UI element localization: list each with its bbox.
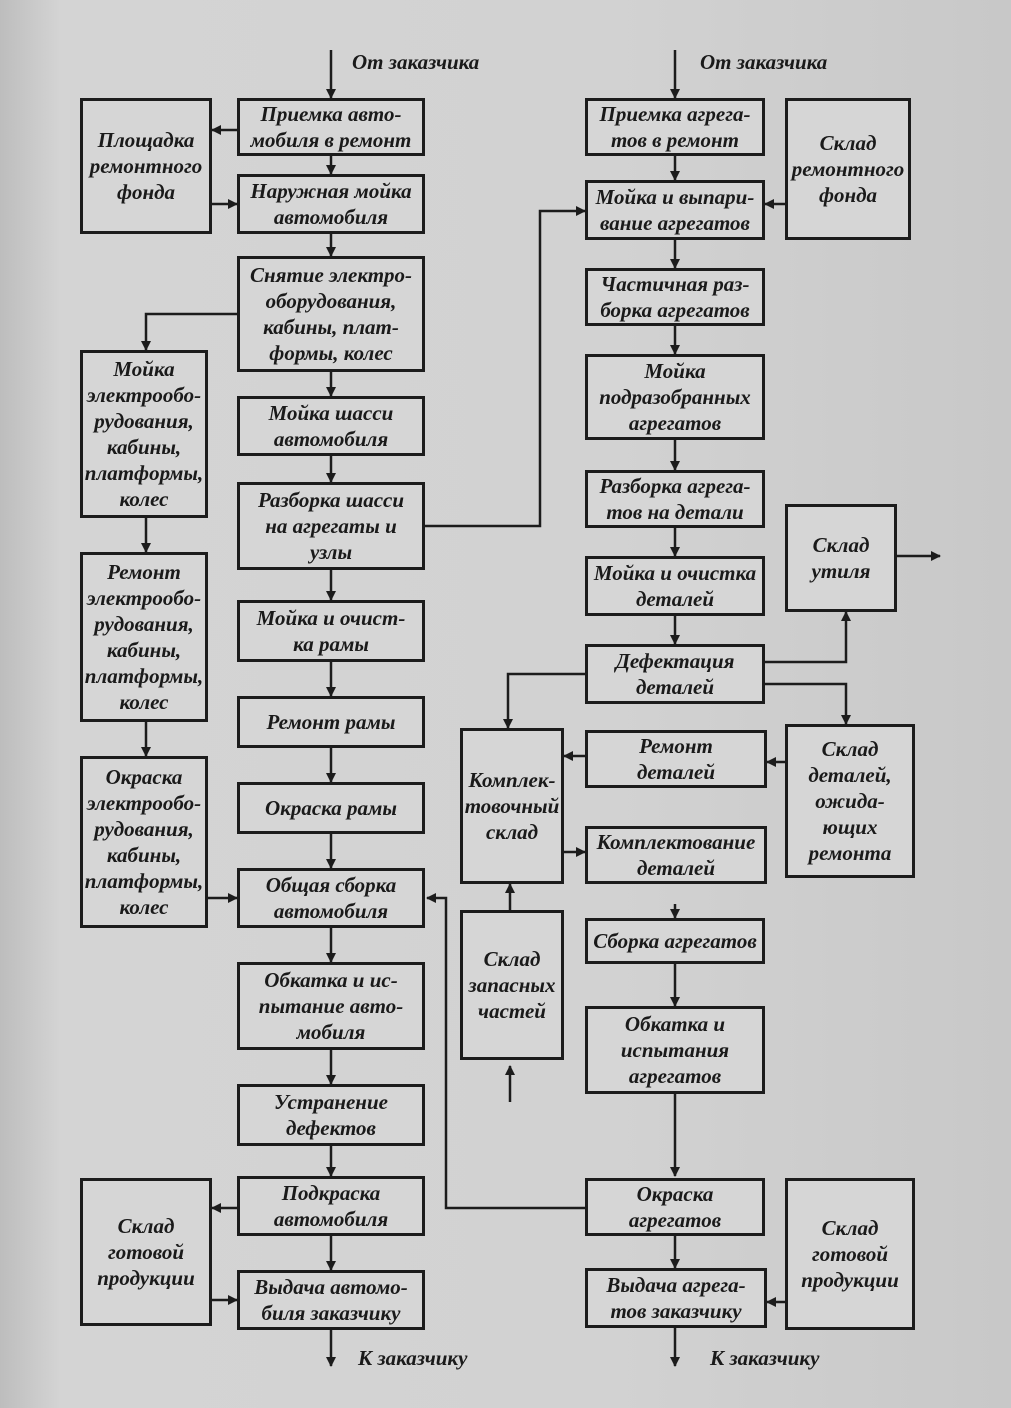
scrap-store: Склад утиля bbox=[785, 504, 897, 612]
step-parts-repair: Ремонт деталей bbox=[585, 730, 767, 788]
step-defects-fix: Устранение дефектов bbox=[237, 1084, 425, 1146]
step-touch-up: Подкраска автомобиля bbox=[237, 1176, 425, 1236]
step-units-wash-steam: Мойка и выпари- вание агрегатов bbox=[585, 180, 765, 240]
step-unit-paint: Окраска агрегатов bbox=[585, 1178, 765, 1236]
step-chassis-wash: Мойка шасси автомобиля bbox=[237, 396, 425, 456]
step-unit-run-in: Обкатка и испытания агрегатов bbox=[585, 1006, 765, 1094]
equipment-paint: Окраска электрообо- рудования, кабины, п… bbox=[80, 756, 208, 928]
step-remove-equipment: Снятие электро- оборудования, кабины, пл… bbox=[237, 256, 425, 372]
finished-goods-store-vehicle: Склад готовой продукции bbox=[80, 1178, 212, 1326]
to-customer-label-units: К заказчику bbox=[710, 1346, 820, 1370]
equipment-wash: Мойка электрообо- рудования, кабины, пла… bbox=[80, 350, 208, 518]
step-partial-wash: Мойка подразобранных агрегатов bbox=[585, 354, 765, 440]
repair-fund-store: Склад ремонтного фонда bbox=[785, 98, 911, 240]
step-vehicle-delivery: Выдача автомо- биля заказчику bbox=[237, 1270, 425, 1330]
step-partial-disassembly: Частичная раз- борка агрегатов bbox=[585, 268, 765, 326]
step-frame-paint: Окраска рамы bbox=[237, 782, 425, 834]
step-unit-assembly: Сборка агрегатов bbox=[585, 918, 765, 964]
step-chassis-disassembly: Разборка шасси на агрегаты и узлы bbox=[237, 482, 425, 570]
from-customer-label-units: От заказчика bbox=[700, 50, 828, 74]
step-frame-repair: Ремонт рамы bbox=[237, 696, 425, 748]
to-customer-label-vehicle: К заказчику bbox=[358, 1346, 468, 1370]
step-vehicle-accept: Приемка авто- мобиля в ремонт bbox=[237, 98, 425, 156]
step-outer-wash: Наружная мойка автомобиля bbox=[237, 174, 425, 234]
step-parts-disassembly: Разборка агрега- тов на детали bbox=[585, 470, 765, 528]
step-parts-kitting: Комплектование деталей bbox=[585, 826, 767, 884]
finished-goods-store-units: Склад готовой продукции bbox=[785, 1178, 915, 1330]
step-frame-wash: Мойка и очист- ка рамы bbox=[237, 600, 425, 662]
step-vehicle-run-in: Обкатка и ис- пытание авто- мобиля bbox=[237, 962, 425, 1050]
step-unit-delivery: Выдача агрега- тов заказчику bbox=[585, 1268, 767, 1328]
from-customer-label-vehicle: От заказчика bbox=[352, 50, 480, 74]
step-general-assembly: Общая сборка автомобиля bbox=[237, 868, 425, 928]
step-units-accept: Приемка агрега- тов в ремонт bbox=[585, 98, 765, 156]
awaiting-repair-store: Склад деталей, ожида- ющих ремонта bbox=[785, 724, 915, 878]
step-parts-inspection: Дефектация деталей bbox=[585, 644, 765, 704]
repair-fund-site: Площадка ремонтного фонда bbox=[80, 98, 212, 234]
spare-parts-store: Склад запасных частей bbox=[460, 910, 564, 1060]
equipment-repair: Ремонт электрообо- рудования, кабины, пл… bbox=[80, 552, 208, 722]
step-parts-wash: Мойка и очистка деталей bbox=[585, 556, 765, 616]
kitting-store: Комплек- товочный склад bbox=[460, 728, 564, 884]
